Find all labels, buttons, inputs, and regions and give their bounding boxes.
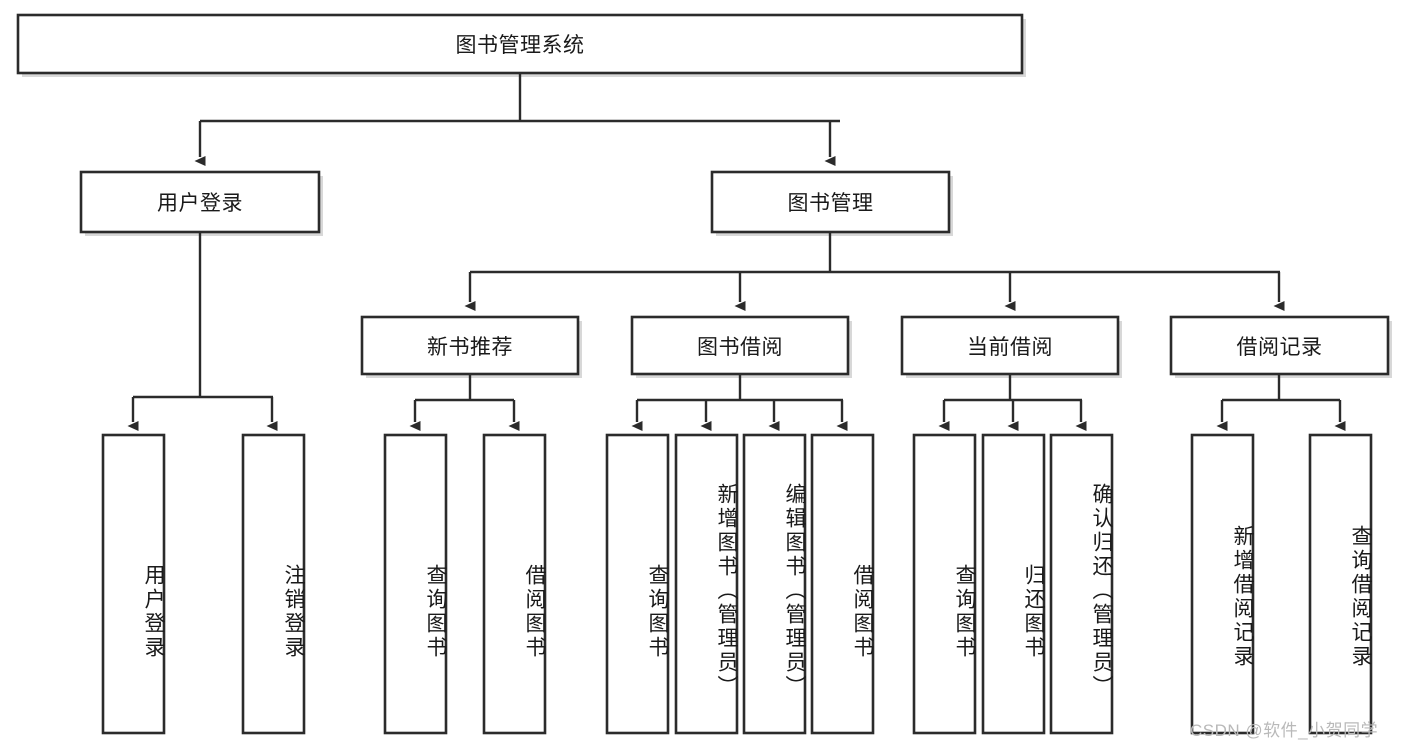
leaf-user-login[interactable] xyxy=(101,433,166,735)
connector-root-to-level2 xyxy=(194,73,840,166)
node-borrow-record[interactable] xyxy=(1169,315,1390,376)
leaf-add-borrow-record[interactable] xyxy=(1190,433,1255,735)
node-root[interactable] xyxy=(16,13,1024,75)
leaf-query-book-current[interactable] xyxy=(912,433,977,735)
node-user-login[interactable] xyxy=(79,170,321,234)
connector-borrow-to-leaves xyxy=(631,374,848,431)
connector-records-to-leaves xyxy=(1216,374,1346,431)
connector-login-to-leaves xyxy=(127,232,278,431)
connector-books-to-level3 xyxy=(464,232,1285,311)
leaf-query-book-recommend[interactable] xyxy=(383,433,448,735)
leaf-return-book[interactable] xyxy=(981,433,1046,735)
node-new-book-recommend[interactable] xyxy=(360,315,580,376)
connector-newbooks-to-leaves xyxy=(409,374,520,431)
watermark: CSDN @软件_小贺同学 xyxy=(1190,721,1379,740)
leaf-borrow-book[interactable] xyxy=(810,433,875,735)
leaf-edit-book-admin[interactable] xyxy=(742,433,807,735)
leaf-query-borrow-record[interactable] xyxy=(1308,433,1373,735)
node-book-management[interactable] xyxy=(710,170,951,234)
leaf-confirm-return-admin[interactable] xyxy=(1049,433,1114,735)
leaf-query-book-borrow[interactable] xyxy=(605,433,670,735)
leaf-add-book-admin[interactable] xyxy=(674,433,739,735)
leaf-user-logout[interactable] xyxy=(241,433,306,735)
node-current-borrow[interactable] xyxy=(900,315,1120,376)
node-book-borrow[interactable] xyxy=(630,315,850,376)
leaf-borrow-book-recommend[interactable] xyxy=(482,433,547,735)
connector-current-to-leaves xyxy=(938,374,1087,431)
